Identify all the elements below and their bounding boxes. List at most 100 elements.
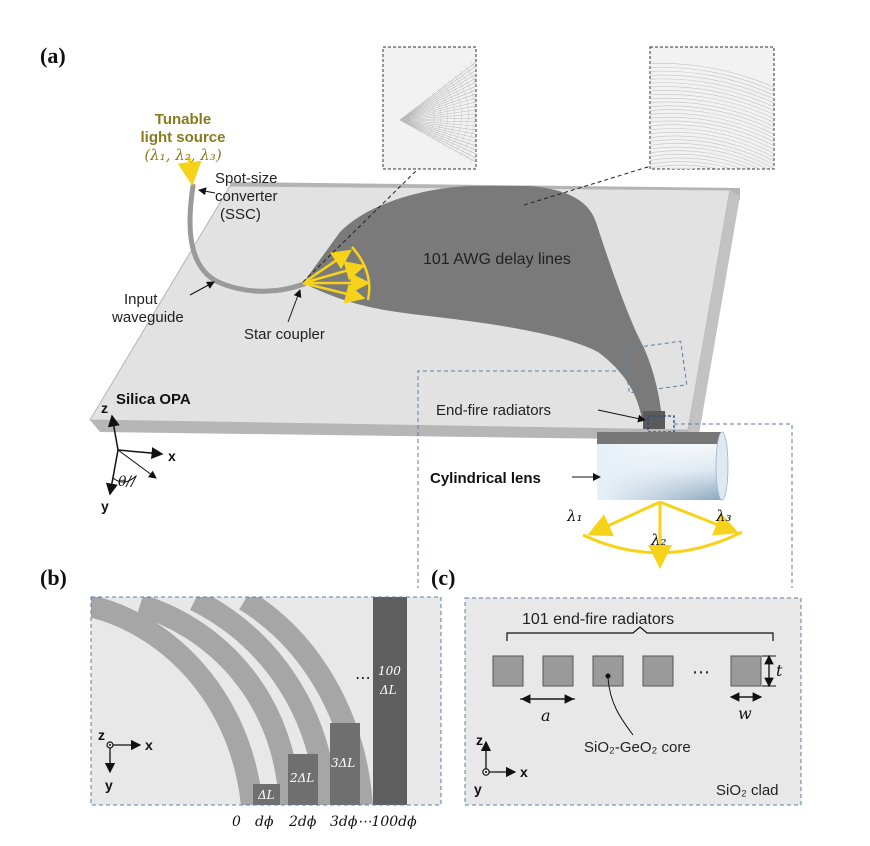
inset2-arc [650,164,720,169]
axis-c-z: z [476,732,483,748]
core-label: SiO₂-GeO₂ core [584,739,691,756]
panel-b-zoom [90,596,442,806]
phase-1: dϕ [255,814,274,830]
zoom-c-connector [674,423,793,588]
inset1-fan-line [399,65,476,121]
axes-a [105,414,164,496]
star-coupler [302,246,371,304]
delay-label-1: ΔL [257,788,275,802]
inset1-fan-line [399,119,476,163]
inset2-arc [650,70,774,96]
inset1-fan-line [399,101,476,121]
inset2-arc [650,116,774,143]
inset1-fan-line [399,117,476,121]
inset1-fan-line [399,73,476,121]
beam-label-l3: λ₃ [715,507,732,525]
inset1-fan-line [399,61,476,121]
inset1-fan-line [399,93,476,121]
inset2-arc [650,63,774,88]
inset2-arc [650,82,774,108]
source-title-2: light source [140,129,225,146]
awg-label: 101 AWG delay lines [423,251,571,268]
inset2-leader [523,165,652,206]
inset2-arc [650,131,774,158]
axes-b [104,739,142,774]
silica-opa-label: Silica OPA [116,391,191,408]
beam-label-l2: λ₂ [650,531,667,549]
zoom-b-connector [417,370,630,588]
panel-label-c: (c) [431,565,455,590]
inset2-arc [650,94,774,120]
inset2-arc [650,101,774,127]
inset2-arc [650,86,774,112]
inset1-fan-line [399,85,476,121]
inset2-arc [650,143,774,169]
axis-c-x: x [520,764,528,780]
pitch-label-a: a [541,706,551,725]
radiator-core-2 [542,655,574,687]
inset1-fan-line [399,119,476,131]
delay-label-3: 3ΔL [331,756,355,770]
inset2-arc [650,120,774,147]
input-label-2: waveguide [111,309,184,326]
thickness-label-t: t [776,661,783,680]
delay-label-last-1: 100 [378,664,401,678]
inset1-fan-line [399,119,476,147]
panel-label-b: (b) [40,565,67,590]
panel-c-cross-section [464,597,802,806]
axis-a-y: y [101,498,109,514]
source-title-1: Tunable [155,111,211,128]
inset2-arc [650,157,744,169]
phase-3: 3dϕ⋯100dϕ [330,814,417,830]
inset2-arc [650,113,774,139]
end-fire-pointer [597,409,646,423]
ssc-label-2: converter [215,188,278,205]
ssc-label-3: (SSC) [220,206,261,223]
inset1-fan-line [399,109,476,121]
inset2-arc [650,150,761,169]
inset1-arc [475,56,476,167]
inset2-arc [650,139,774,166]
panel-c-ellipsis: ⋯ [692,662,710,682]
inset1-arc [453,74,469,154]
inset2-arc [650,146,768,169]
inset1-fan-line [399,105,476,121]
source-beam-arrow [177,156,202,186]
input-label-1: Input [124,291,158,308]
axes-c [480,740,517,778]
inset2-arc [650,105,774,131]
delay-label-last-2: ΔL [379,683,397,697]
inset2-arc [650,128,774,155]
inset2-arc [650,97,774,123]
inset1-arc [437,88,449,144]
beam-label-l1: λ₁ [566,507,583,525]
inset2-arc [650,74,774,100]
inset1-fan-line [399,97,476,121]
phase-0: 0 [232,814,241,830]
clad-label: SiO₂ clad [716,782,779,799]
inset1-fan-line [399,119,476,135]
inset1-arc [464,65,476,160]
phase-2: 2dϕ [288,814,317,830]
inset1-fan-line [399,89,476,121]
inset1-arc [448,79,462,150]
star-coupler-label: Star coupler [244,326,325,343]
radiator-core-4 [642,655,674,687]
inset1-fan-line [399,77,476,121]
inset1-fan-line [399,119,476,127]
panel-label-a: (a) [40,43,66,68]
ssc-label-1: Spot-size [215,170,278,187]
axis-b-z: z [98,727,105,743]
end-fire-label: End-fire radiators [436,402,551,419]
output-beams [582,500,743,569]
inset1-fan-line [399,119,476,123]
axis-a-theta: θ// [118,474,137,490]
inset2-arc [650,78,774,104]
inset-star-coupler [382,46,477,170]
inset2-arc [650,154,753,169]
inset1-leader [302,168,419,283]
inset1-fan-line [399,69,476,121]
inset1-fan-line [399,81,476,121]
axis-a-x: x [168,448,176,464]
chip-right-side [688,190,740,440]
